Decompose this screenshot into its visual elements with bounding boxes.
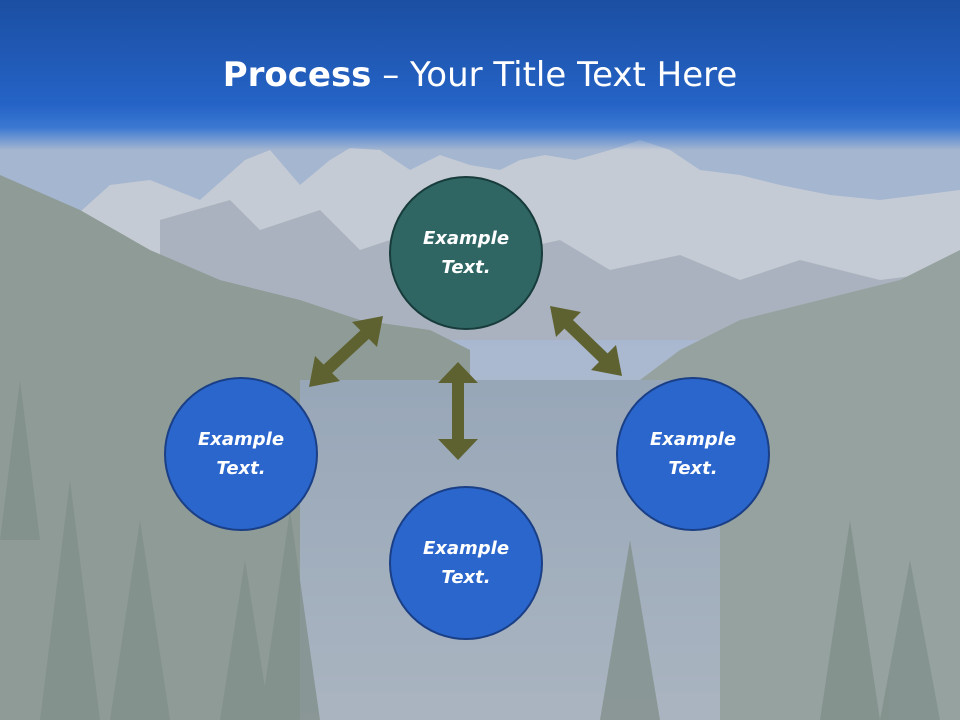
arrow-top-right-icon [550, 306, 622, 376]
arrow-vertical-icon [438, 362, 478, 460]
process-node-right: Example Text. [616, 377, 770, 531]
process-node-right-label: Example Text. [649, 429, 737, 479]
process-node-left-label: Example Text. [197, 429, 285, 479]
arrow-top-left-icon [309, 316, 383, 387]
title-rest-text: – Your Title Text Here [371, 55, 738, 95]
title-bold-text: Process [222, 55, 372, 95]
process-node-top: Example Text. [389, 176, 543, 330]
process-node-bottom: Example Text. [389, 486, 543, 640]
process-node-left: Example Text. [164, 377, 318, 531]
title-bar [0, 0, 960, 150]
slide-title: Process – Your Title Text Here [0, 52, 960, 98]
process-node-bottom-label: Example Text. [422, 538, 510, 588]
process-node-top-label: Example Text. [422, 228, 510, 278]
